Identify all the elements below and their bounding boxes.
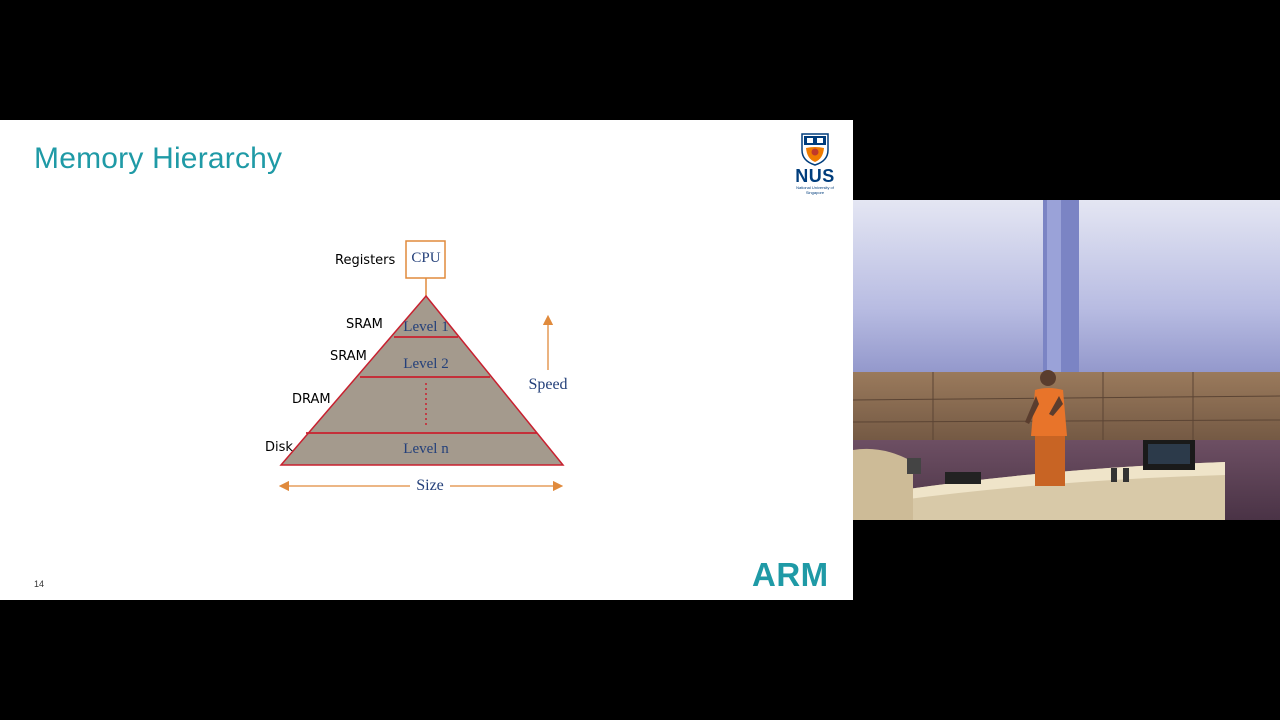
memory-pyramid	[279, 294, 565, 466]
cpu-label: CPU	[411, 250, 440, 266]
nus-subtitle: National University of Singapore	[796, 185, 834, 195]
slide-title: Memory Hierarchy	[34, 142, 283, 175]
tech-label-disk: Disk	[265, 440, 293, 455]
nus-logo: NUS National University of Singapore	[788, 132, 842, 204]
size-label: Size	[416, 477, 444, 494]
level-n-label: Level n	[403, 441, 449, 457]
arm-logo: ARM	[752, 556, 829, 593]
tech-label-sram-2: SRAM	[330, 349, 367, 364]
cpu-box	[405, 240, 446, 279]
nus-wordmark: NUS	[795, 166, 835, 186]
tech-label-dram: DRAM	[292, 392, 331, 407]
level-1-label: Level 1	[403, 319, 448, 335]
lecture-hall-image	[853, 200, 1280, 520]
speed-label: Speed	[528, 376, 567, 393]
slide-page-number: 14	[34, 579, 45, 589]
registers-label: Registers	[335, 253, 396, 268]
level-2-label: Level 2	[403, 356, 448, 372]
tech-label-sram-1: SRAM	[346, 317, 383, 332]
nus-crest-icon	[801, 133, 829, 166]
memory-hierarchy-diagram: CPU Registers Level 1 Level 2 Level n SR…	[265, 240, 568, 494]
lecture-video-inset	[853, 200, 1280, 520]
